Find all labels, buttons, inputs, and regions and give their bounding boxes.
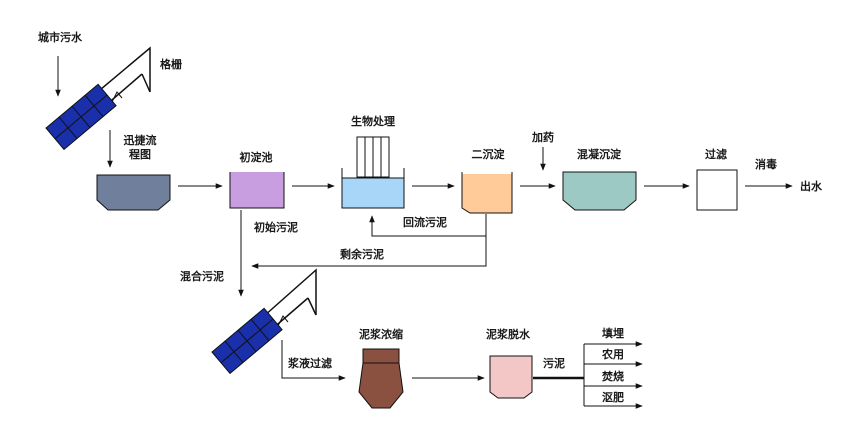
label-bio-treatment: 生物处理 <box>351 115 395 128</box>
filter-box <box>696 169 738 211</box>
screen-conveyor-top <box>45 46 151 151</box>
label-sludge-thickening: 泥浆浓缩 <box>359 328 403 341</box>
label-landfill: 填埋 <box>602 327 624 340</box>
sludge-dewatering-tank <box>489 355 533 399</box>
sludge-thickener <box>358 348 404 409</box>
label-filtrate: 浆液过滤 <box>288 357 332 370</box>
coag-settling-tank <box>562 171 637 211</box>
label-effluent: 出水 <box>800 180 822 193</box>
secondary-settling-tank <box>461 172 513 214</box>
label-coag-settling: 混凝沉淀 <box>577 148 621 161</box>
label-filtration: 过滤 <box>705 148 727 161</box>
disposal-arrows <box>533 341 643 409</box>
main-flow-arrows <box>55 56 793 381</box>
label-city-sewage: 城市污水 <box>38 31 82 44</box>
label-agriculture: 农用 <box>602 348 624 361</box>
label-disinfection: 消毒 <box>755 158 777 171</box>
label-sludge: 污泥 <box>543 357 565 370</box>
label-compost: 沤肥 <box>602 391 624 404</box>
fast-settler-tank <box>96 174 171 211</box>
label-sludge-dewatering: 泥浆脱水 <box>486 328 530 341</box>
label-grating: 格栅 <box>160 58 182 71</box>
label-dosing: 加药 <box>532 131 554 144</box>
label-mixed-sludge: 混合污泥 <box>180 270 224 283</box>
bio-treatment-tank <box>341 136 405 209</box>
label-incineration: 焚烧 <box>602 370 624 383</box>
label-secondary-settling: 二沉淀 <box>471 148 505 161</box>
screen-conveyor-bottom <box>211 268 317 375</box>
label-primary-sludge: 初始污泥 <box>254 221 298 234</box>
label-primary-tank: 初淀池 <box>239 151 273 164</box>
label-return-sludge: 回流污泥 <box>403 216 447 229</box>
label-excess-sludge: 剩余污泥 <box>340 248 384 261</box>
label-fast-settling: 迅捷流程图 <box>123 134 157 161</box>
